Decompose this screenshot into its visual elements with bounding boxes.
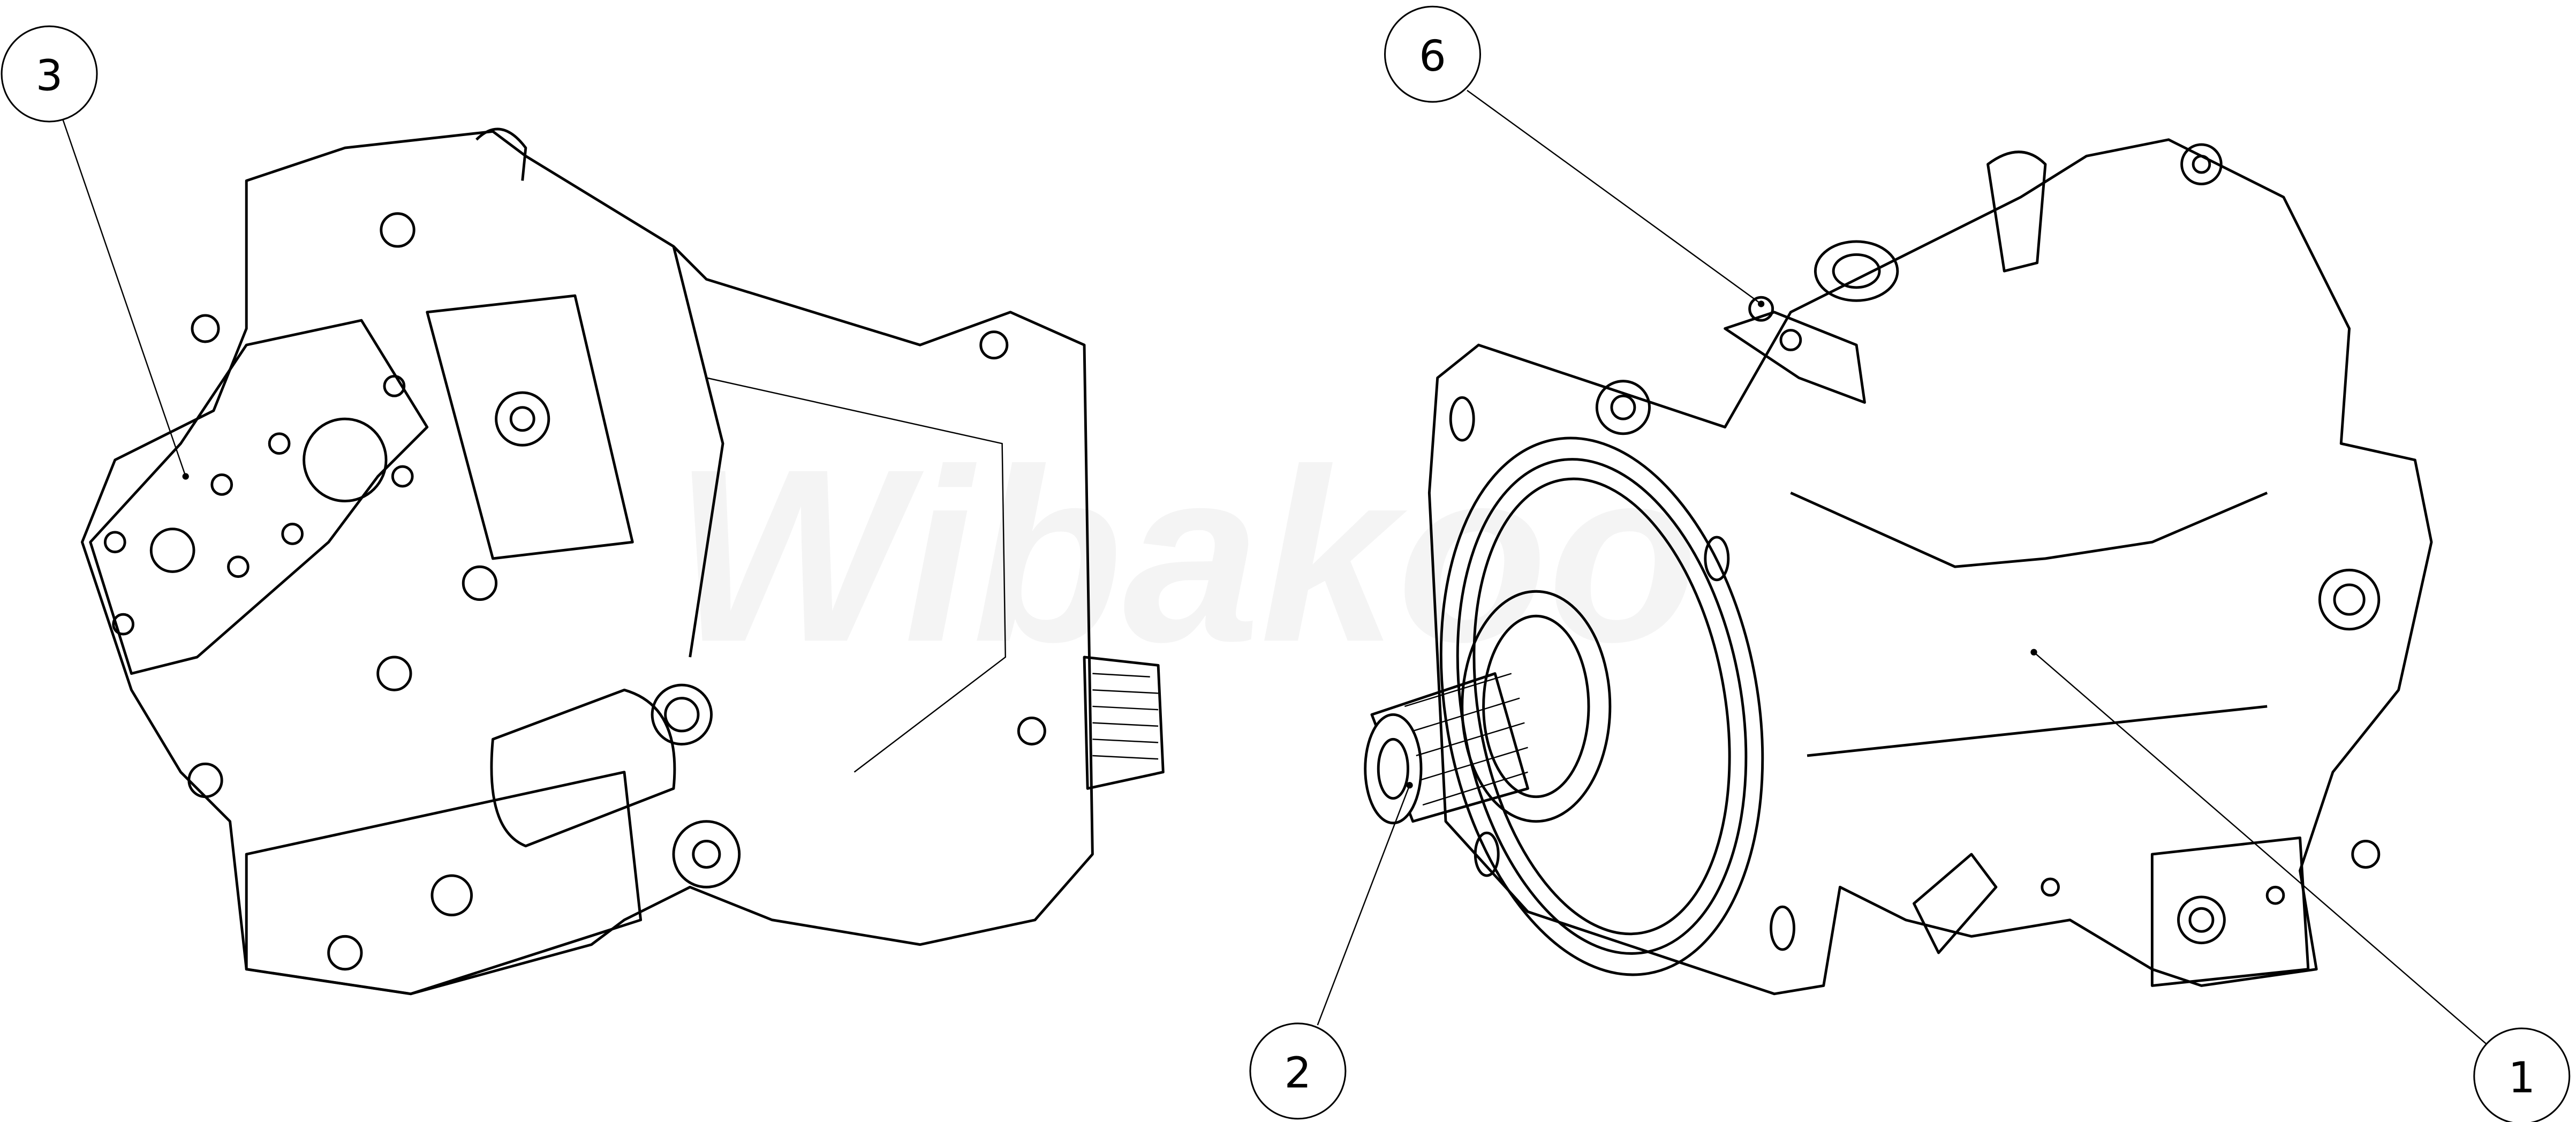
leader-dot [182, 473, 189, 480]
callout-label: 6 [1419, 31, 1446, 81]
callout-6: 6 [1384, 5, 1765, 307]
leader-line [2033, 651, 2488, 1045]
callout-1: 1 [2030, 649, 2571, 1122]
callout-bubble [1384, 5, 1482, 103]
motor-right-view [1364, 138, 2433, 996]
leader-dot [1758, 300, 1765, 307]
motor-left-view [80, 127, 1165, 996]
leader-dot [2030, 649, 2037, 656]
callout-2: 2 [1249, 782, 1413, 1120]
leader-line [1317, 785, 1410, 1026]
watermark: Wibakoo [674, 417, 1698, 693]
callout-bubble [1249, 1022, 1347, 1120]
callout-bubble [2473, 1027, 2571, 1122]
leader-line [62, 118, 186, 477]
callout-label: 2 [1285, 1048, 1312, 1097]
leader-dot [1406, 782, 1413, 789]
callout-label: 1 [2508, 1053, 2535, 1103]
callout-label: 3 [36, 51, 63, 101]
callout-bubble [1, 25, 98, 123]
callout-3: 3 [1, 25, 189, 480]
leader-line [1467, 89, 1762, 305]
